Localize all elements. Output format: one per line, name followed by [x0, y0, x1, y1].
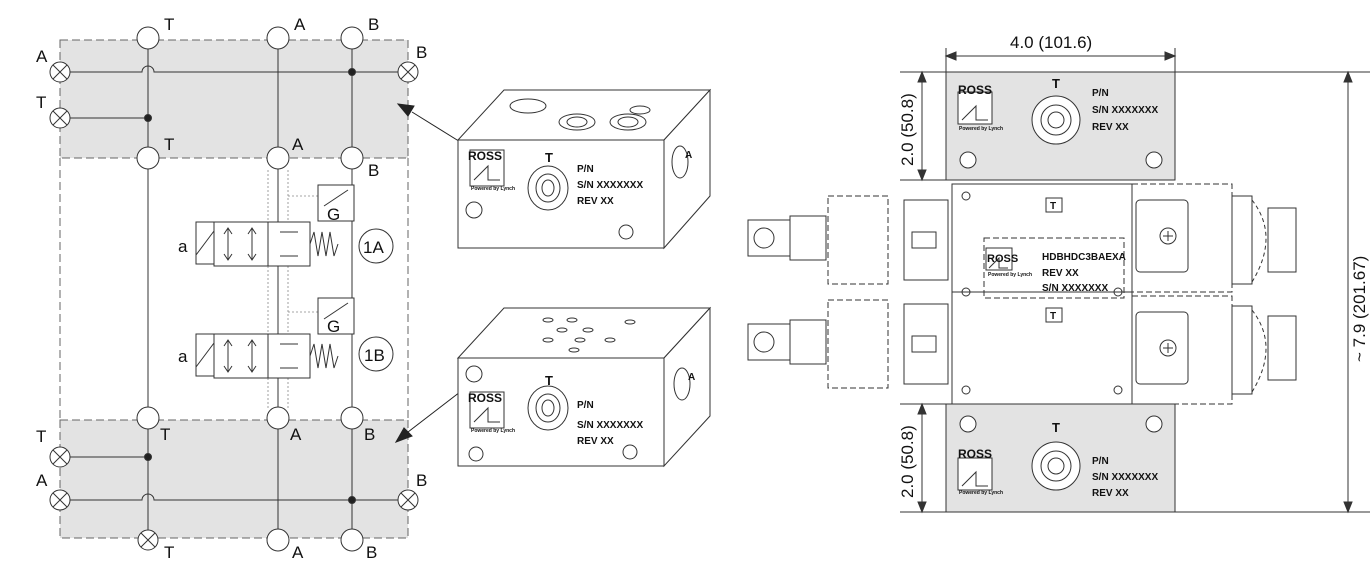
port-label: T: [1052, 420, 1060, 435]
leader-arrows: [394, 103, 471, 443]
top-height-dimension: 2.0 (50.8): [898, 93, 917, 166]
revision: REV XX: [1092, 488, 1129, 499]
bottom-plate-text: ROSS Powered by Lynch T P/N S/N XXXXXXX …: [958, 420, 1158, 499]
tag-label: T: [1050, 311, 1056, 322]
brand-logo: ROSS: [468, 149, 502, 163]
part-number: P/N: [577, 400, 594, 411]
hydraulic-schematic: [49, 26, 419, 552]
bottom-height-dimension: 2.0 (50.8): [898, 425, 917, 498]
port-label: T: [164, 15, 174, 34]
brand-tagline: Powered by Lynch: [471, 186, 515, 192]
port-label: T: [545, 373, 553, 388]
port-label: T: [164, 543, 174, 562]
brand-tagline: Powered by Lynch: [959, 126, 1003, 132]
valve-stack-top-view: [747, 183, 1297, 405]
solenoid-label: a: [178, 347, 188, 366]
brand-tagline: Powered by Lynch: [471, 428, 515, 434]
part-number: P/N: [1092, 88, 1109, 99]
port-label: A: [292, 135, 304, 154]
serial-number: S/N XXXXXXX: [1042, 283, 1108, 294]
top-plate-text: ROSS Powered by Lynch T P/N S/N XXXXXXX …: [958, 76, 1158, 133]
valve-1b: [195, 297, 355, 379]
serial-number: S/N XXXXXXX: [577, 180, 643, 191]
port-label: T: [36, 427, 46, 446]
serial-number: S/N XXXXXXX: [577, 420, 643, 431]
side-port-label: A: [688, 372, 695, 383]
revision: REV XX: [577, 436, 614, 447]
valve-label-1b: 1B: [364, 346, 385, 365]
port-label: B: [416, 471, 427, 490]
port-label: T: [36, 93, 46, 112]
brand-logo: ROSS: [987, 253, 1018, 265]
part-number: P/N: [577, 164, 594, 175]
center-label-text: T T ROSS Powered by Lynch HDBHDC3BAEXA R…: [987, 201, 1126, 322]
brand-logo: ROSS: [958, 447, 992, 461]
iso-block-bottom: [456, 306, 712, 468]
tag-label: T: [1050, 201, 1056, 212]
port-label: T: [1052, 76, 1060, 91]
dimension-lines: [900, 48, 1370, 514]
port-label: T: [545, 150, 553, 165]
overall-height-dimension: ~ 7.9 (201.67): [1350, 256, 1369, 362]
port-label: A: [294, 15, 306, 34]
port-label: B: [364, 425, 375, 444]
part-number: P/N: [1092, 456, 1109, 467]
iso-block-top-text: ROSS Powered by Lynch T P/N S/N XXXXXXX …: [468, 149, 692, 207]
side-port-label: A: [685, 150, 692, 161]
port-label: A: [290, 425, 302, 444]
iso-block-top: [456, 88, 712, 250]
serial-number: S/N XXXXXXX: [1092, 105, 1158, 116]
revision: REV XX: [1092, 122, 1129, 133]
revision: REV XX: [577, 196, 614, 207]
valve-label-1a: 1A: [363, 238, 384, 257]
port-label: B: [368, 161, 379, 180]
brand-tagline: Powered by Lynch: [959, 490, 1003, 496]
port-label: A: [36, 47, 48, 66]
top-manifold-block: [59, 39, 409, 159]
width-dimension: 4.0 (101.6): [1010, 33, 1092, 52]
port-label: T: [164, 135, 174, 154]
gauge-label: G: [327, 205, 340, 224]
port-label: A: [36, 471, 48, 490]
port-label: B: [366, 543, 377, 562]
port-label: B: [368, 15, 379, 34]
brand-logo: ROSS: [468, 391, 502, 405]
model-number: HDBHDC3BAEXA: [1042, 252, 1126, 263]
bottom-manifold-block: [59, 419, 409, 539]
schematic-labels: T A B A T B T A B T A B T A B T A B a G …: [36, 15, 427, 562]
port-label: B: [416, 43, 427, 62]
plug-icon: [49, 61, 419, 551]
port-label: T: [160, 425, 170, 444]
serial-number: S/N XXXXXXX: [1092, 472, 1158, 483]
brand-logo: ROSS: [958, 83, 992, 97]
revision: REV XX: [1042, 268, 1079, 279]
dimension-labels: 4.0 (101.6) 2.0 (50.8) 2.0 (50.8) ~ 7.9 …: [898, 33, 1369, 498]
solenoid-label: a: [178, 237, 188, 256]
gauge-label: G: [327, 317, 340, 336]
brand-tagline: Powered by Lynch: [988, 272, 1032, 278]
iso-block-bottom-text: ROSS Powered by Lynch T P/N S/N XXXXXXX …: [468, 372, 695, 447]
top-plate: [945, 71, 1176, 181]
valve-1a: [195, 184, 355, 267]
bottom-plate: [945, 403, 1176, 513]
port-label: A: [292, 543, 304, 562]
